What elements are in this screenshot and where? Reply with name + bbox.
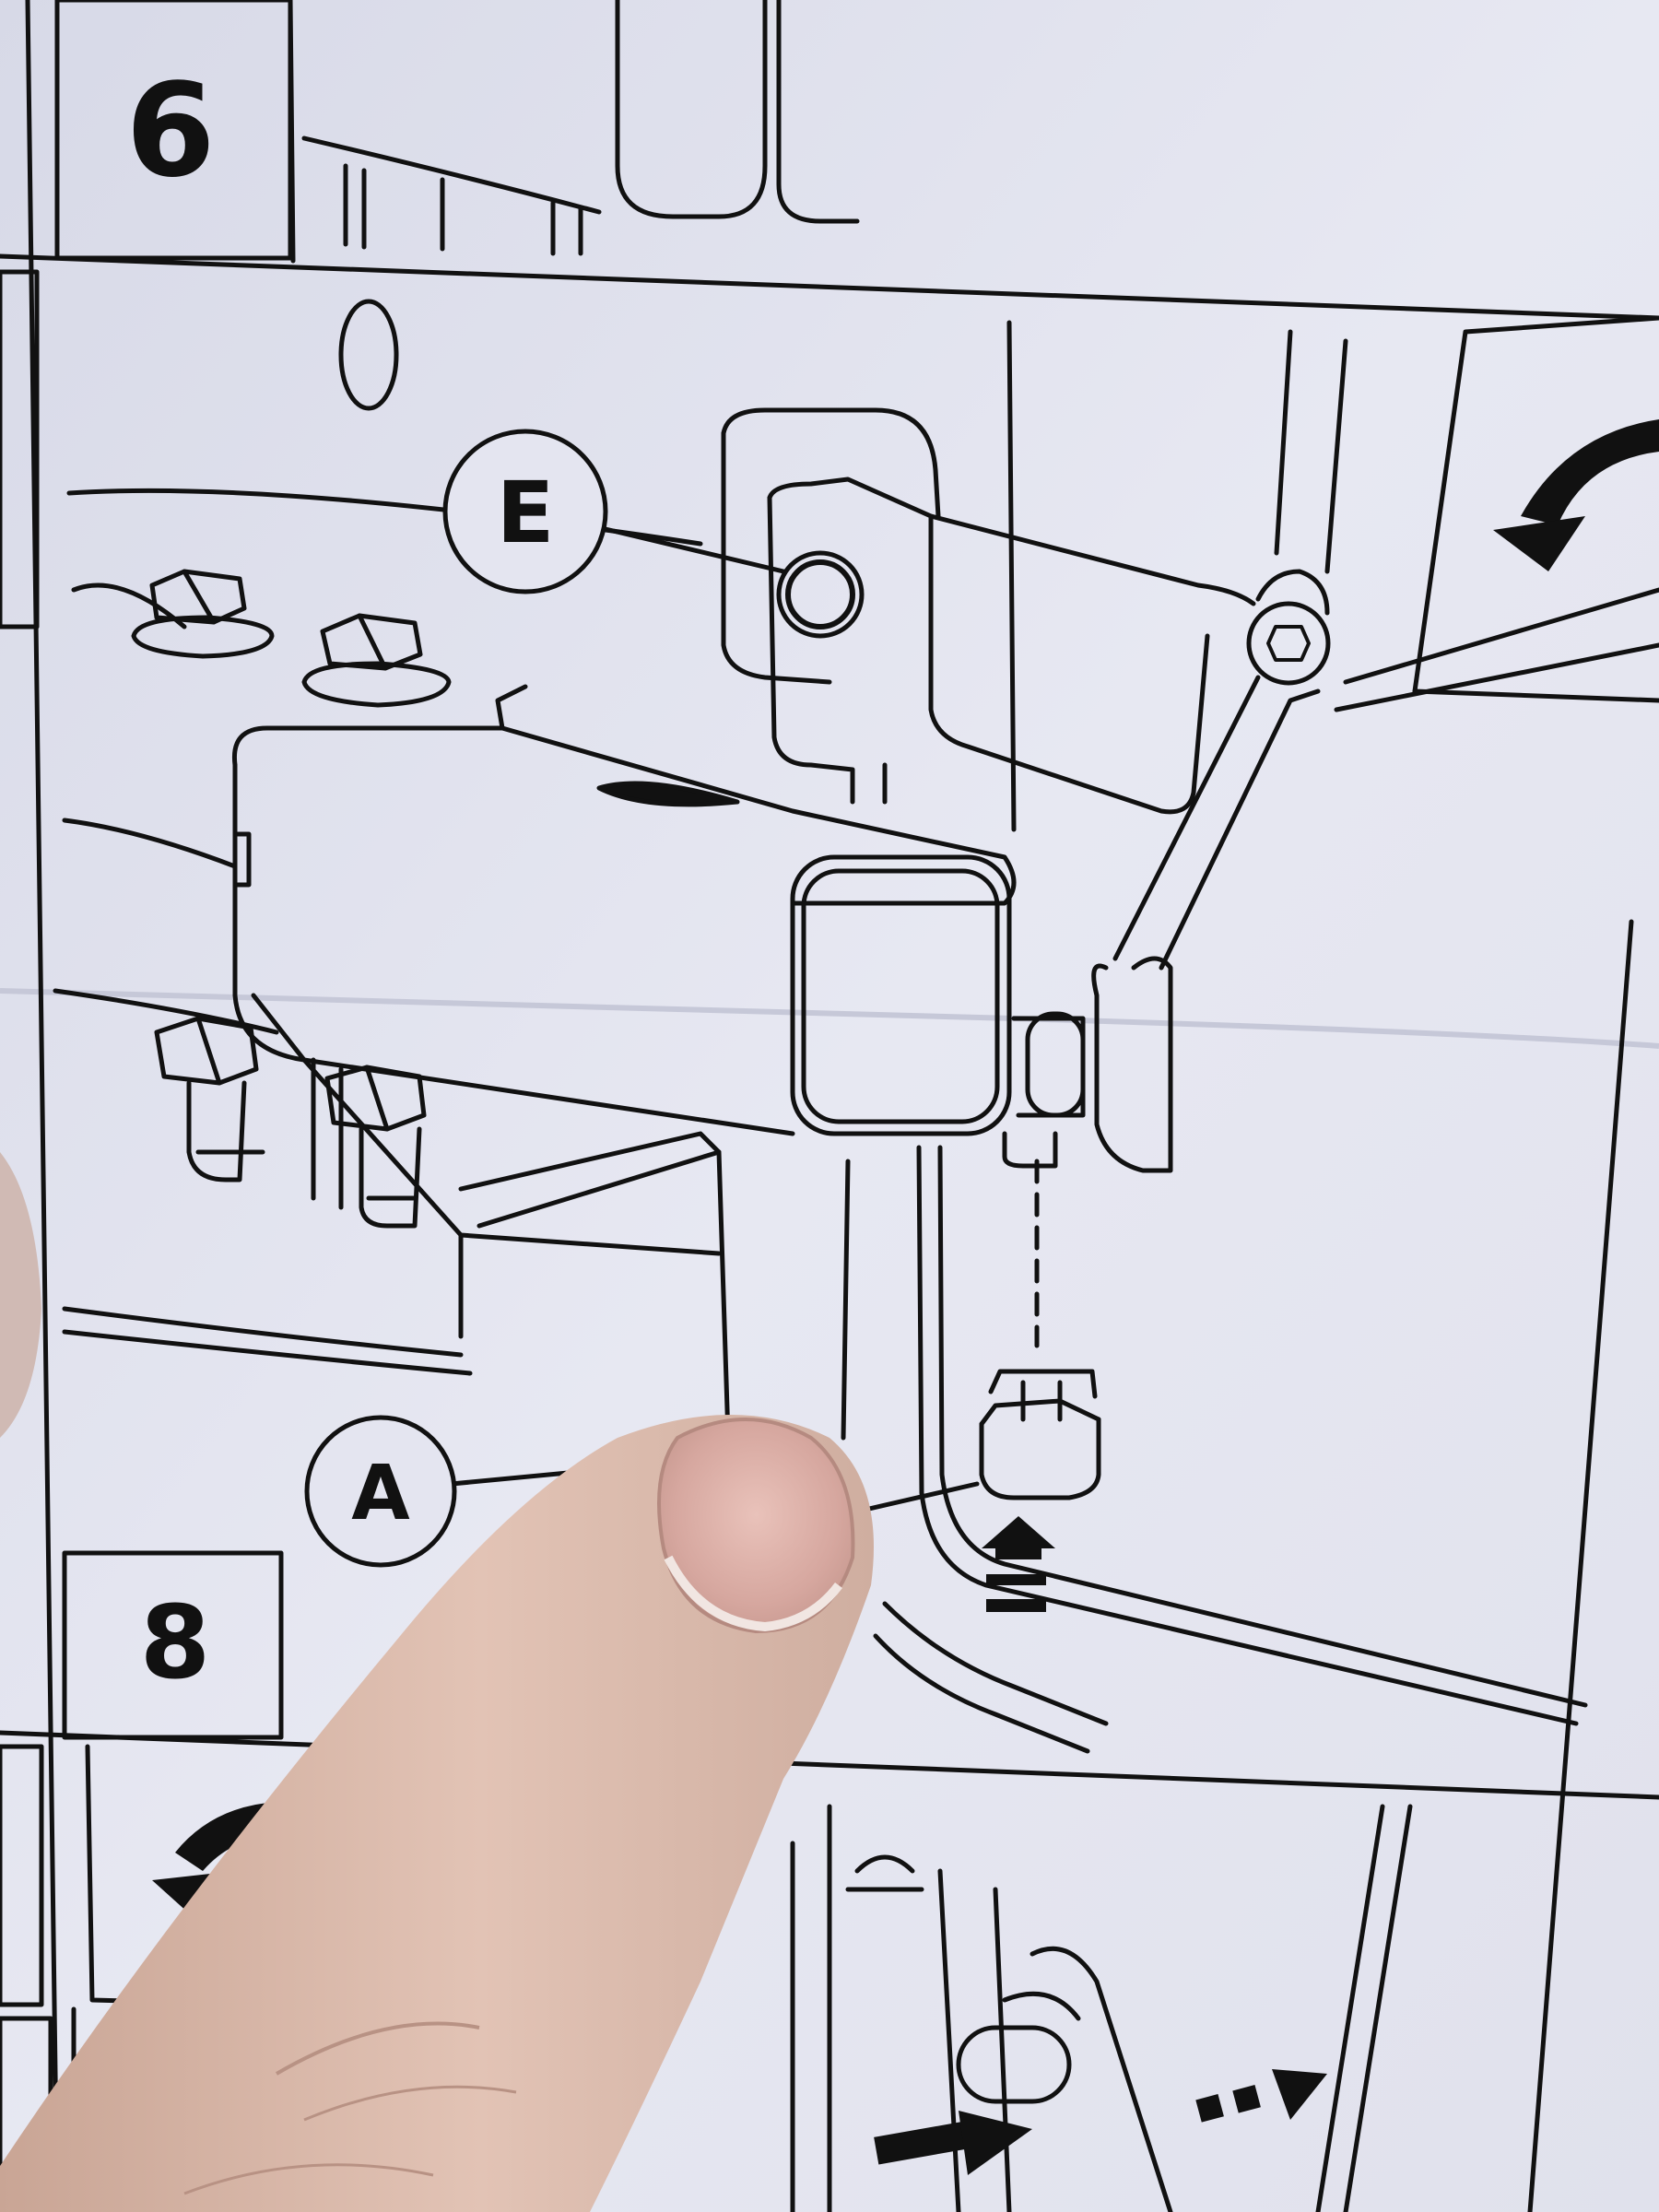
paper-fold — [0, 988, 1659, 1049]
dashed-right-arrow-icon — [874, 2069, 1327, 2175]
callout-e-label: E — [497, 464, 555, 562]
rotate-arrow-icon — [1493, 419, 1659, 571]
step-number-8: 8 — [140, 1583, 211, 1701]
finger — [0, 1415, 874, 2212]
hole-mark — [338, 299, 399, 411]
push-up-arrow-icon — [982, 1516, 1055, 1612]
step-number-6: 6 — [125, 56, 215, 206]
callout-a-label: A — [351, 1450, 410, 1537]
callout-e: E — [442, 429, 608, 594]
callout-a: A — [304, 1415, 457, 1568]
thumb-shadow — [0, 1152, 41, 1438]
